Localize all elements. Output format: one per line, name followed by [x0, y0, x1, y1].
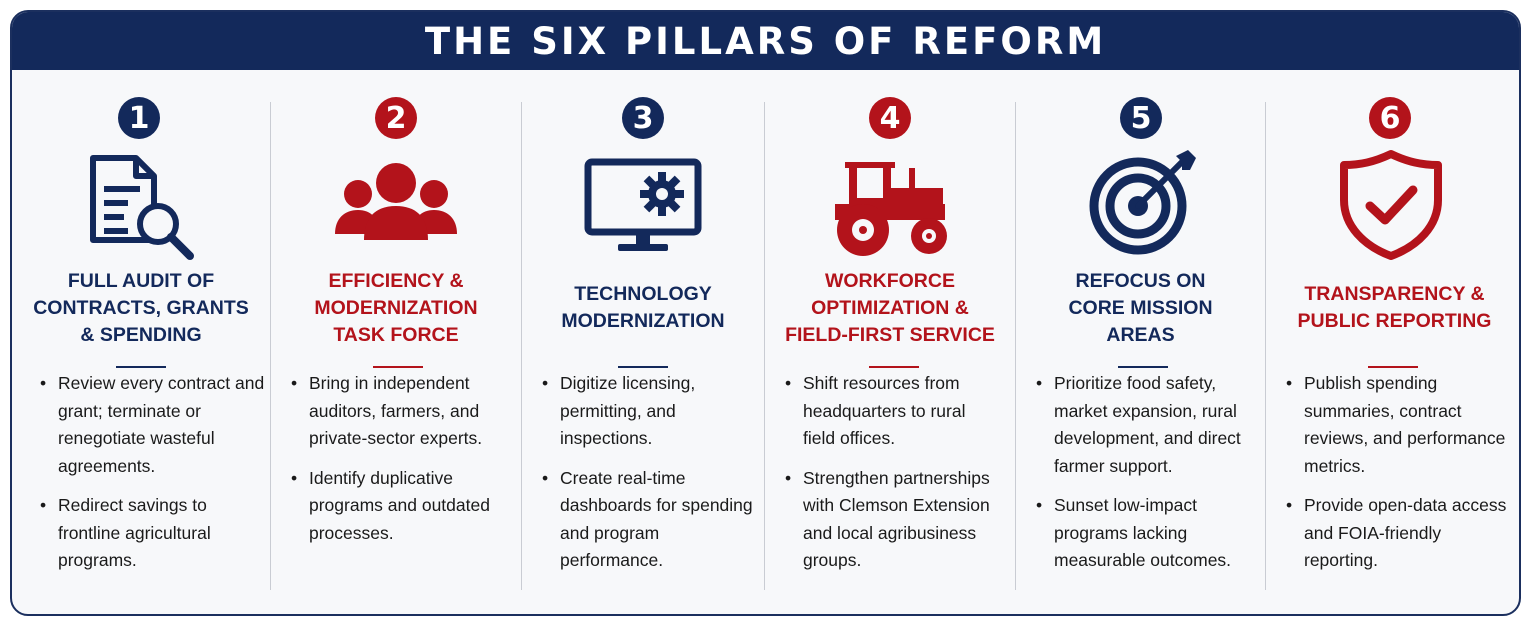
pillar-title: TECHNOLOGY MODERNIZATION [561, 283, 725, 332]
pillar-bullets: Bring in independent auditors, farmers, … [291, 370, 517, 559]
bullet-item: Publish spending summaries, contract rev… [1286, 370, 1518, 480]
pillar-number-badge: 1 [118, 97, 160, 139]
bullet-item: Prioritize food safety, market expansion… [1036, 370, 1262, 480]
title-underline [373, 366, 423, 368]
pillar-number-badge: 3 [622, 97, 664, 139]
document-magnifier-icon [78, 148, 208, 260]
pillar-bullets: Review every contract and grant; termina… [40, 370, 266, 587]
bullet-item: Redirect savings to frontline agricultur… [40, 492, 266, 575]
page-title: THE SIX PILLARS OF REFORM [424, 19, 1107, 63]
bullet-item: Strengthen partnerships with Clemson Ext… [785, 465, 1011, 575]
title-underline [869, 366, 919, 368]
pillar-title: REFOCUS ON CORE MISSION AREAS [1068, 269, 1213, 346]
pillars-row: 1 FULL AUDIT OF CONTRACTS, GRANTS & SPEN… [12, 70, 1519, 614]
target-arrow-icon [1076, 148, 1206, 260]
bullet-item: Bring in independent auditors, farmers, … [291, 370, 517, 453]
pillar-3: 3 [522, 70, 764, 614]
title-underline [116, 366, 166, 368]
pillar-number-badge: 6 [1369, 97, 1411, 139]
pillar-title: FULL AUDIT OF CONTRACTS, GRANTS & SPENDI… [33, 269, 249, 346]
pillar-bullets: Digitize licensing, permitting, and insp… [542, 370, 764, 587]
pillar-2: 2 EFFICIENCY & MODERNIZATION TASK FORCE … [271, 70, 521, 614]
pillar-bullets: Prioritize food safety, market expansion… [1036, 370, 1262, 587]
pillar-6: 6 TRANSPARENCY & PUBLIC REPORTING Publis… [1266, 70, 1519, 614]
bullet-item: Provide open-data access and FOIA-friend… [1286, 492, 1518, 575]
pillar-5: 5 REFOCUS ON CORE MISSION AREAS Prioriti… [1016, 70, 1265, 614]
monitor-gear-icon [578, 148, 708, 260]
header-banner: THE SIX PILLARS OF REFORM [12, 12, 1519, 70]
people-group-icon [331, 148, 461, 260]
title-underline [618, 366, 668, 368]
bullet-item: Shift resources from headquarters to rur… [785, 370, 1011, 453]
title-underline [1118, 366, 1168, 368]
shield-check-icon [1326, 148, 1456, 260]
pillar-bullets: Shift resources from headquarters to rur… [785, 370, 1011, 587]
column-divider [521, 102, 522, 590]
pillar-number-badge: 4 [869, 97, 911, 139]
pillar-4: 4 WORKFORCE OPTIMIZATION & FIELD-FIRST S… [765, 70, 1015, 614]
bullet-item: Create real-time dashboards for spending… [542, 465, 764, 575]
bullet-item: Identify duplicative programs and outdat… [291, 465, 517, 548]
pillar-title: TRANSPARENCY & PUBLIC REPORTING [1297, 283, 1492, 332]
infographic-frame: THE SIX PILLARS OF REFORM 1 FULL AUDIT O… [10, 10, 1521, 616]
pillar-number-badge: 5 [1120, 97, 1162, 139]
bullet-item: Sunset low-impact programs lacking measu… [1036, 492, 1262, 575]
column-divider [270, 102, 271, 590]
pillar-bullets: Publish spending summaries, contract rev… [1286, 370, 1518, 587]
column-divider [1015, 102, 1016, 590]
pillar-title: EFFICIENCY & MODERNIZATION TASK FORCE [314, 269, 478, 346]
bullet-item: Review every contract and grant; termina… [40, 370, 266, 480]
bullet-item: Digitize licensing, permitting, and insp… [542, 370, 764, 453]
pillar-number-badge: 2 [375, 97, 417, 139]
title-underline [1368, 366, 1418, 368]
pillar-title: WORKFORCE OPTIMIZATION & FIELD-FIRST SER… [785, 269, 995, 346]
tractor-icon [825, 148, 955, 260]
pillar-1: 1 FULL AUDIT OF CONTRACTS, GRANTS & SPEN… [12, 70, 270, 614]
column-divider [764, 102, 765, 590]
column-divider [1265, 102, 1266, 590]
